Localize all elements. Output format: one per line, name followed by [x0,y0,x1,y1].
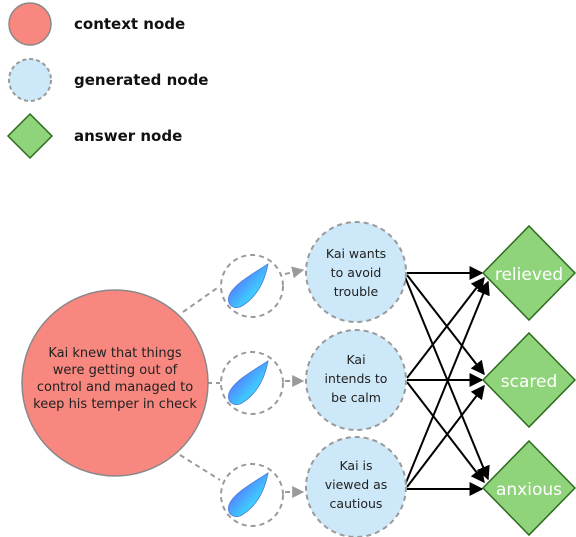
legend-answer-label: answer node [74,127,182,145]
context-node: Kai knew that things were getting out of… [21,289,209,477]
edge-context-to-generator-3 [179,454,221,481]
generated-3-line-1: Kai is [339,458,372,473]
generator-icon-3 [220,463,284,527]
context-line-4: keep his temper in check [33,397,197,412]
generated-2-line-2: intends to [325,371,388,386]
edge-gen-3-to-ans-1 [404,280,490,486]
answer-node-anxious: anxious [481,439,576,537]
answer-label-scared: scared [501,372,558,392]
generated-node-2: Kai intends to be calm [305,329,407,431]
drop-icon [227,360,269,406]
generated-3-line-2: viewed as [325,477,388,492]
legend-generated-swatch [8,58,52,102]
context-line-2: were getting out of [53,363,178,378]
edge-generator-1-to-gen-1 [284,266,305,279]
drop-icon [227,263,269,309]
generated-2-line-3: be calm [331,390,381,405]
generated-1-line-1: Kai wants [326,246,386,261]
generated-node-3: Kai is viewed as cautious [305,436,407,537]
answer-edges [404,266,490,496]
edge-gen-1-to-ans-2 [406,274,485,376]
context-line-1: Kai knew that things [48,346,182,361]
generator-icon-2 [220,351,284,415]
generated-node-1: Kai wants to avoid trouble [305,221,407,323]
generated-2-line-1: Kai [346,352,365,367]
answer-node-relieved: relieved [481,224,576,322]
generation-edges [179,266,305,498]
answer-node-scared: scared [481,331,576,429]
legend: context node generated node answer node [6,2,208,160]
drop-icon [227,472,269,518]
legend-context-swatch [8,2,52,46]
legend-generated-label: generated node [74,71,208,89]
legend-context-label: context node [74,15,185,33]
edge-gen-3-to-ans-2 [406,384,485,488]
edge-context-to-generator-1 [182,285,221,313]
legend-answer-swatch [6,112,54,160]
edge-gen-2-to-ans-1 [406,276,485,379]
answer-label-relieved: relieved [495,265,563,285]
edge-gen-2-to-ans-3 [406,381,485,484]
context-line-3: control and managed to [37,380,193,395]
generated-3-line-3: cautious [330,496,383,511]
generated-1-line-3: trouble [334,284,379,299]
generated-1-line-2: to avoid [331,265,382,280]
edge-gen-1-to-ans-3 [404,276,490,481]
generator-icon-1 [220,254,284,318]
answer-label-anxious: anxious [496,480,562,500]
